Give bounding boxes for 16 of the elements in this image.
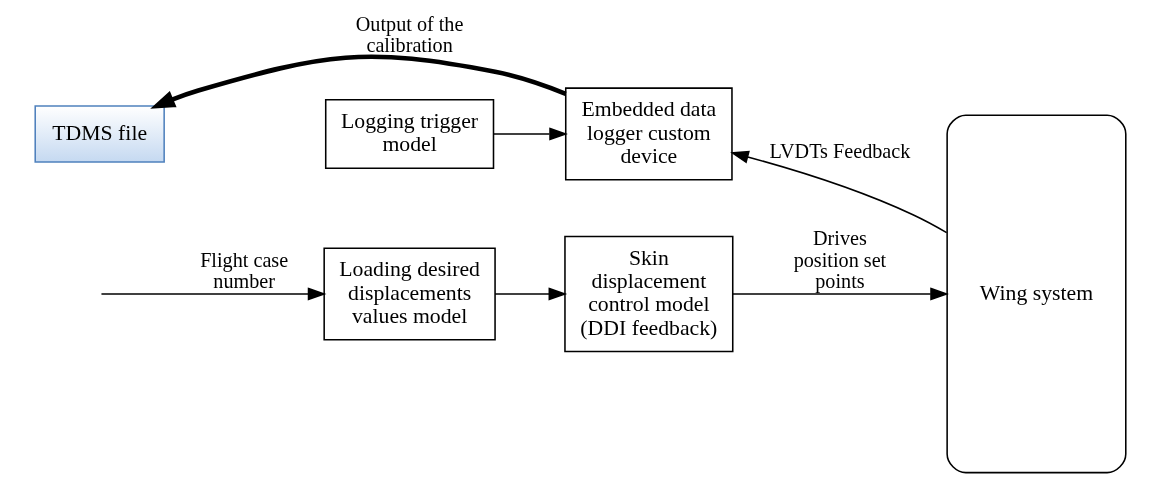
node-box: Skin displacement control model (DDI feedback)	[563, 235, 734, 353]
edge-label: Drives position set points	[793, 226, 886, 293]
edge-label: Flight case number	[199, 248, 288, 293]
edge-label: LVDTs Feedback	[769, 139, 910, 162]
node-box: Logging trigger model	[324, 99, 494, 169]
node-box: Loading desired displacements values model	[322, 247, 496, 341]
arrow	[731, 287, 949, 301]
arrow	[492, 127, 568, 141]
arrow	[149, 54, 567, 109]
arrow	[100, 287, 326, 301]
arrow	[729, 150, 947, 234]
node-box: Wing system	[945, 114, 1127, 474]
node-box: TDMS file	[33, 105, 165, 163]
arrow	[493, 287, 567, 301]
edge-label: Output of the calibration	[355, 12, 463, 57]
node-box: Embedded data logger custom device	[564, 87, 733, 181]
